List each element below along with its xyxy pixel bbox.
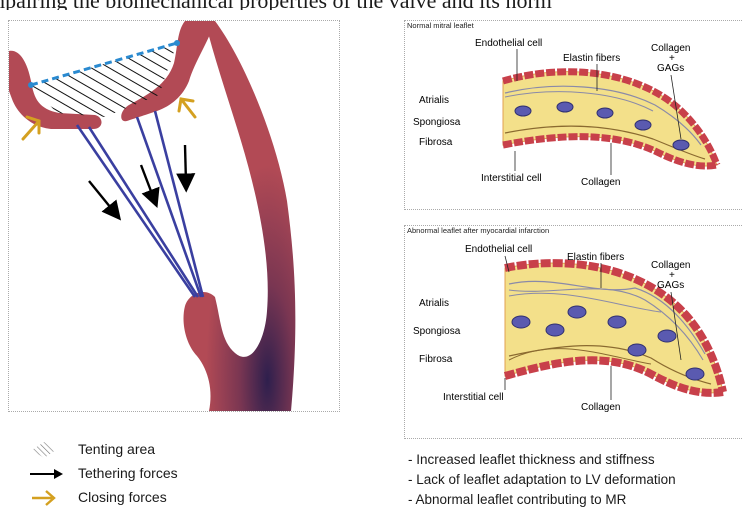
legend-label: Closing forces <box>78 489 167 505</box>
ventricle-diagram <box>9 21 339 411</box>
label-collagen-bottom: Collagen <box>581 177 620 188</box>
label-gags: GAGs <box>657 280 684 291</box>
ventricular-wall <box>184 21 296 411</box>
label-elastin-fibers: Elastin fibers <box>567 252 624 263</box>
label-atrialis: Atrialis <box>419 298 449 309</box>
orange-arrow-icon <box>30 488 64 508</box>
legend: Tenting area Tethering forces Closing fo… <box>30 440 330 520</box>
findings-list: - Increased leaflet thickness and stiffn… <box>408 450 742 510</box>
normal-leaflet-diagram: Endothelial cell Elastin fibers Collagen… <box>405 21 742 209</box>
chordae-tendineae <box>77 111 203 297</box>
label-interstitial-cell: Interstitial cell <box>443 392 504 403</box>
label-endothelial-cell: Endothelial cell <box>475 38 542 49</box>
panel-title: Normal mitral leaflet <box>407 21 474 30</box>
label-spongiosa: Spongiosa <box>413 117 461 128</box>
label-gags: GAGs <box>657 63 684 74</box>
label-atrialis: Atrialis <box>419 95 449 106</box>
label-spongiosa: Spongiosa <box>413 326 461 337</box>
annulus-point-left <box>28 82 34 88</box>
legend-label: Tenting area <box>78 441 155 457</box>
finding-item: - Increased leaflet thickness and stiffn… <box>408 450 742 470</box>
finding-item: - Abnormal leaflet contributing to MR <box>408 490 742 510</box>
finding-item: - Lack of leaflet adaptation to LV defor… <box>408 470 742 490</box>
panel-title: Abnormal leaflet after myocardial infarc… <box>407 226 549 235</box>
annulus-point-right <box>174 40 180 46</box>
label-fibrosa: Fibrosa <box>419 354 453 365</box>
legend-item-closing-forces: Closing forces <box>30 488 330 508</box>
legend-item-tethering-forces: Tethering forces <box>30 464 330 484</box>
legend-label: Tethering forces <box>78 465 178 481</box>
figure-caption-fragment: mpairing the biomechanical properties of… <box>0 0 742 10</box>
normal-leaflet-panel: Normal mitral leaflet Endothelial cell E… <box>404 20 742 210</box>
ventricle-diagram-panel <box>8 20 340 412</box>
label-elastin-fibers: Elastin fibers <box>563 53 620 64</box>
label-collagen-bottom: Collagen <box>581 402 620 413</box>
abnormal-leaflet-panel: Abnormal leaflet after myocardial infarc… <box>404 225 742 439</box>
label-interstitial-cell: Interstitial cell <box>481 173 542 184</box>
black-arrow-icon <box>30 464 64 484</box>
label-fibrosa: Fibrosa <box>419 137 453 148</box>
abnormal-leaflet-diagram: Endothelial cell Elastin fibers Collagen… <box>405 226 742 438</box>
label-endothelial-cell: Endothelial cell <box>465 244 532 255</box>
legend-item-tenting-area: Tenting area <box>30 440 330 460</box>
hatch-icon <box>30 440 64 460</box>
